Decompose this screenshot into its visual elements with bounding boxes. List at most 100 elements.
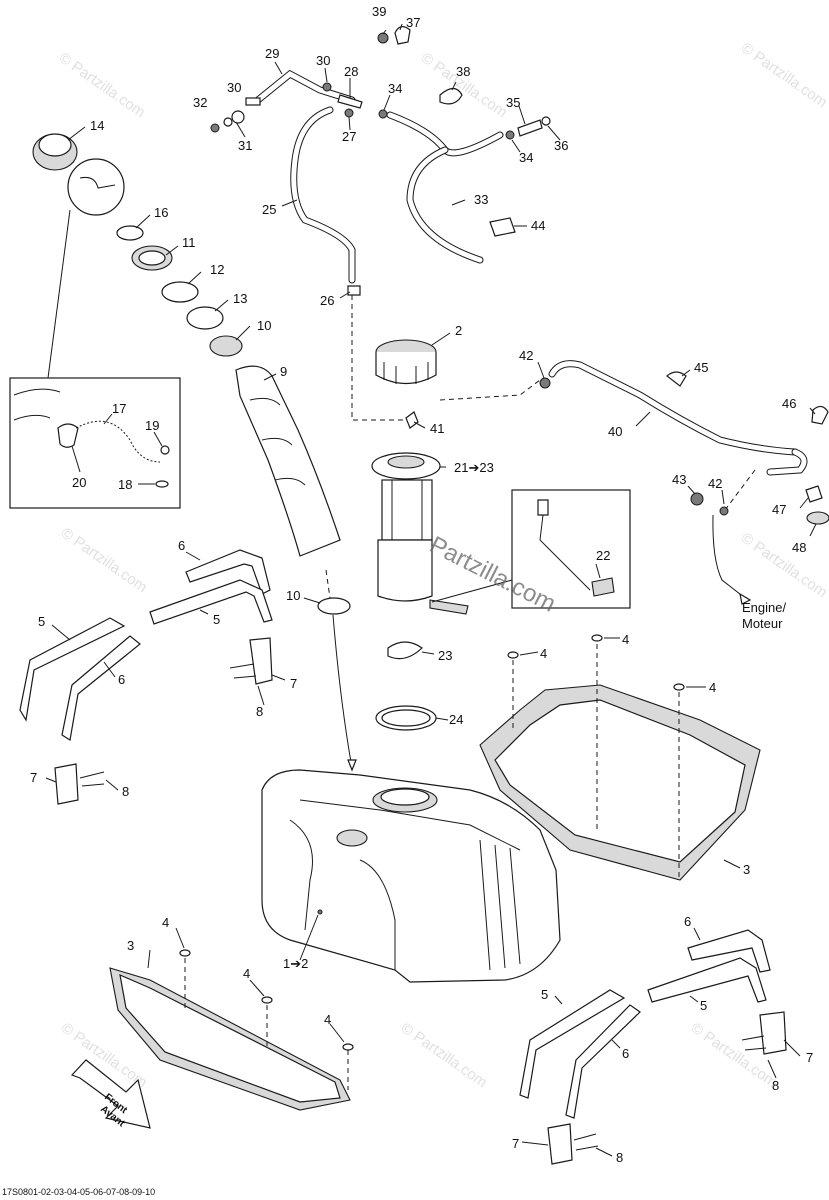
- callout-7: 7: [290, 676, 297, 691]
- callout-8: 8: [256, 704, 263, 719]
- tether-20: [57, 423, 79, 448]
- callout-5b: 5: [213, 612, 220, 627]
- callout-38: 38: [456, 64, 470, 79]
- vent-hose-assembly: [210, 26, 551, 296]
- connector-43: [690, 492, 704, 506]
- callout-27: 27: [342, 129, 356, 144]
- callout-28: 28: [344, 64, 358, 79]
- callout-26: 26: [320, 293, 334, 308]
- washer-48: [806, 511, 829, 525]
- callout-18: 18: [118, 477, 132, 492]
- bracket-7a: [249, 637, 273, 685]
- callout-37: 37: [406, 15, 420, 30]
- callout-5d: 5: [700, 998, 707, 1013]
- callout-4f: 4: [324, 1012, 331, 1027]
- callout-6b: 6: [118, 672, 125, 687]
- callout-21-23: 21➔23: [454, 460, 494, 475]
- rivet-4f: [342, 1043, 354, 1051]
- filler-hose-9: [235, 365, 341, 557]
- callout-3b: 3: [127, 938, 134, 953]
- washer-31: [223, 117, 233, 127]
- seal-23: [387, 641, 423, 660]
- callout-25: 25: [262, 202, 276, 217]
- callout-40: 40: [608, 424, 622, 439]
- callout-42b: 42: [708, 476, 722, 491]
- pump-bucket: [377, 539, 433, 602]
- strap-6c: [687, 929, 771, 973]
- clamp-34b: [505, 130, 515, 140]
- callout-10: 10: [257, 318, 271, 333]
- callout-4c: 4: [709, 680, 716, 695]
- callout-16: 16: [154, 205, 168, 220]
- clip-37: [394, 26, 411, 45]
- watermark: © Partzilla.com: [738, 39, 829, 111]
- callout-6: 6: [178, 538, 185, 553]
- callout-7c: 7: [806, 1050, 813, 1065]
- callout-4a: 4: [540, 646, 547, 661]
- clamp-26: [347, 285, 361, 296]
- callout-33: 33: [474, 192, 488, 207]
- watermark: © Partzilla.com: [418, 49, 511, 121]
- watermark: © Partzilla.com: [398, 1019, 491, 1091]
- fitting-30: [231, 110, 245, 124]
- callout-14: 14: [90, 118, 104, 133]
- callout-46: 46: [782, 396, 796, 411]
- callout-39: 39: [372, 4, 386, 19]
- strap-5b: [19, 617, 126, 722]
- fuel-pump-assembly: [351, 295, 541, 731]
- bracket-7b: [54, 763, 79, 805]
- callout-2: 2: [455, 323, 462, 338]
- nut-32: [210, 123, 220, 133]
- callout-24: 24: [449, 712, 463, 727]
- rivet-4b: [591, 634, 603, 642]
- rivet-4e: [261, 996, 273, 1004]
- clip-45: [666, 371, 687, 387]
- callout-23: 23: [438, 648, 452, 663]
- callout-3: 3: [743, 862, 750, 877]
- right-straps: [519, 929, 787, 1165]
- fuel-line-assembly: [539, 360, 829, 605]
- callout-45: 45: [694, 360, 708, 375]
- callout-31: 31: [238, 138, 252, 153]
- callout-20: 20: [72, 475, 86, 490]
- callout-41: 41: [430, 421, 444, 436]
- callout-8d: 8: [616, 1150, 623, 1165]
- rivet-4c: [673, 683, 685, 691]
- callout-34: 34: [388, 81, 402, 96]
- strap-6b: [61, 635, 141, 741]
- callout-5c: 5: [541, 987, 548, 1002]
- callout-6c: 6: [684, 914, 691, 929]
- clip-46: [811, 405, 829, 425]
- detail-circle: [67, 158, 125, 216]
- bracket-7d: [547, 1123, 573, 1165]
- tie-44: [489, 217, 516, 237]
- callout-8c: 8: [772, 1078, 779, 1093]
- callout-9: 9: [280, 364, 287, 379]
- watermark: © Partzilla.com: [58, 524, 151, 596]
- t-fitting-28: [337, 94, 363, 109]
- callout-1-2: 1➔2: [283, 956, 308, 971]
- inset-frame: [9, 377, 181, 509]
- callout-4e: 4: [243, 966, 250, 981]
- left-straps: [19, 549, 273, 805]
- ring-13: [186, 306, 224, 330]
- strap-5a: [149, 579, 273, 625]
- cap-36: [541, 116, 551, 126]
- callout-44: 44: [531, 218, 545, 233]
- chain-17: [75, 420, 161, 463]
- grommet-47: [805, 485, 823, 503]
- rivet-4d: [179, 949, 191, 957]
- callout-4d: 4: [162, 915, 169, 930]
- callout-5: 5: [38, 614, 45, 629]
- callout-29: 29: [265, 46, 279, 61]
- callout-43: 43: [672, 472, 686, 487]
- washer-18: [155, 480, 169, 488]
- fuel-tank: [261, 769, 561, 983]
- clamp-42a: [539, 377, 551, 389]
- callout-30: 30: [316, 53, 330, 68]
- footer-code: 17S0801-02-03-04-05-06-07-08-09-10: [2, 1187, 155, 1197]
- float-22: [591, 577, 615, 597]
- callout-36: 36: [554, 138, 568, 153]
- callout-12: 12: [210, 262, 224, 277]
